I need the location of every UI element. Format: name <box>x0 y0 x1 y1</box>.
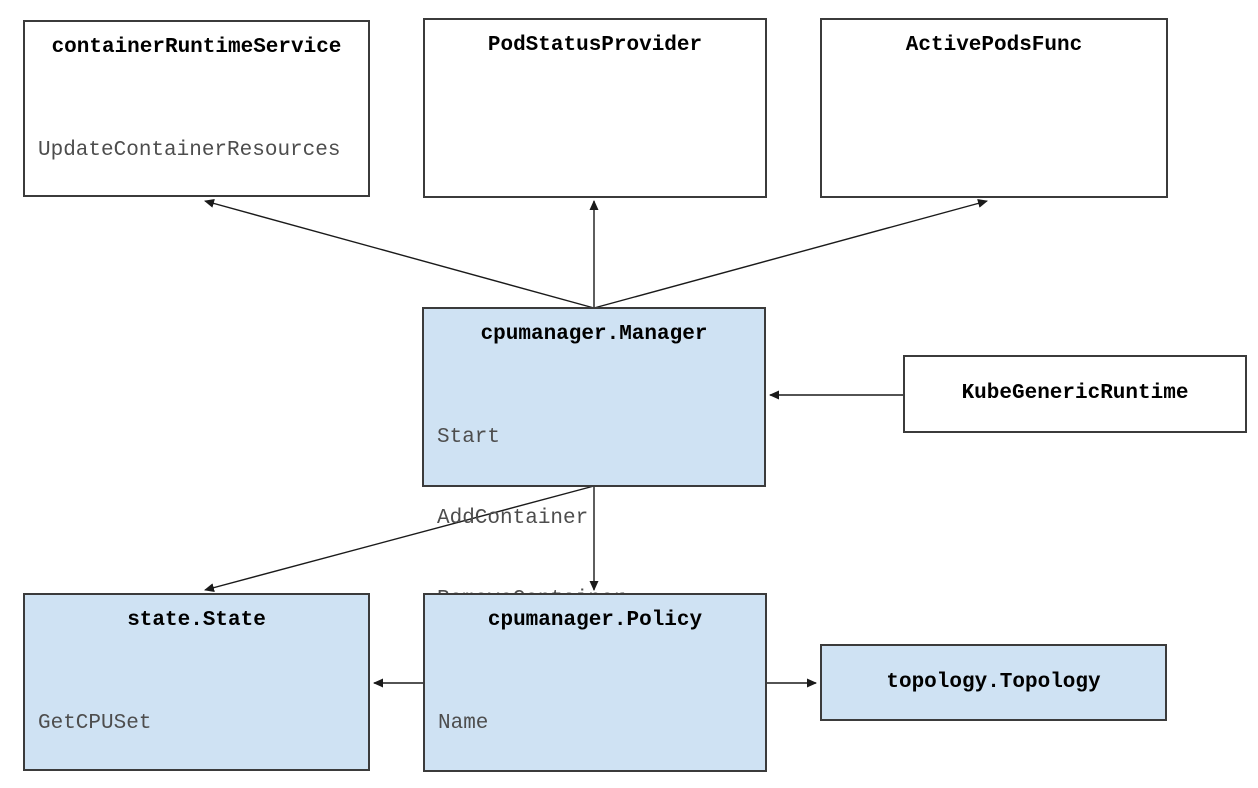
node-state-state: state.State GetCPUSet GetDefaultCPUSet S… <box>23 593 370 771</box>
node-method: Name <box>438 712 489 735</box>
node-title: ActivePodsFunc <box>905 34 1083 57</box>
node-method: Start <box>437 426 501 449</box>
node-topology-topology: topology.Topology <box>820 644 1167 721</box>
node-method: UpdateContainerResources <box>38 139 341 162</box>
edge-manager-to-active-pods-func <box>593 199 988 309</box>
node-title: topology.Topology <box>886 670 1101 694</box>
node-pod-status-provider: PodStatusProvider <box>423 18 767 198</box>
node-method-list: Name AddContainer RemoveContainer <box>425 656 765 788</box>
node-method: AddContainer <box>437 507 589 530</box>
node-title: PodStatusProvider <box>487 34 703 57</box>
node-method-list: GetCPUSet GetDefaultCPUSet SetCPUSet Set… <box>25 656 368 788</box>
node-title: cpumanager.Policy <box>487 609 703 632</box>
node-method-list: UpdateContainerResources <box>25 83 368 218</box>
node-container-runtime-service: containerRuntimeService UpdateContainerR… <box>23 20 370 197</box>
node-method: GetCPUSet <box>38 712 152 735</box>
node-title: containerRuntimeService <box>51 36 342 59</box>
node-title: state.State <box>127 609 266 632</box>
node-title: cpumanager.Manager <box>480 323 708 346</box>
node-title: KubeGenericRuntime <box>961 382 1189 405</box>
node-cpumanager-policy: cpumanager.Policy Name AddContainer Remo… <box>423 593 767 772</box>
node-active-pods-func: ActivePodsFunc <box>820 18 1168 198</box>
node-kube-generic-runtime: KubeGenericRuntime <box>903 355 1247 433</box>
node-cpumanager-manager: cpumanager.Manager Start AddContainer Re… <box>422 307 766 692</box>
